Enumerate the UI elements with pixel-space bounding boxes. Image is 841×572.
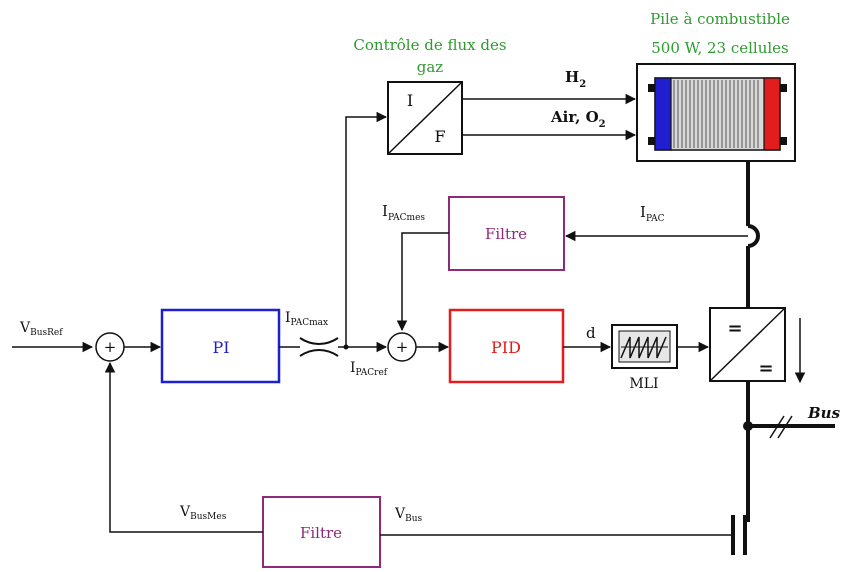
limiter-upper-curve [299, 337, 339, 345]
pi-label: PI [212, 338, 229, 357]
vbusref-label: VBusRef [19, 320, 63, 338]
air-o2-label: Air, O2 [550, 108, 606, 130]
bus-label: Bus [807, 404, 841, 422]
pi-controller-block [160, 308, 281, 384]
ipac-label: IPAC [640, 203, 665, 224]
gas-flow-control-block: Contrôle de flux des gaz I F [353, 36, 507, 155]
pid-controller-block [448, 308, 565, 384]
pwm-label: MLI [629, 376, 658, 392]
pid-label: PID [491, 338, 521, 357]
bus-slash-2 [777, 415, 793, 439]
bus-slash-1 [769, 415, 785, 439]
filter-bottom-label: Filtre [300, 524, 342, 542]
dc-dc-converter: = = [709, 307, 786, 382]
fuel-cell-title-line1: Pile à combustible [650, 10, 790, 28]
ipacref-to-gasflow-line [345, 111, 388, 347]
vbusmes-feedback-line [104, 361, 263, 533]
filter-top-block [448, 196, 565, 271]
ipacref-label: IPACref [350, 360, 388, 378]
fuel-cell-connector-bl [648, 137, 655, 145]
gas-flow-input-label: I [407, 91, 413, 110]
filter-bottom-block [262, 496, 381, 568]
vbus-label: VBus [394, 506, 423, 524]
fuel-cell-title-line2: 500 W, 23 cellules [651, 39, 789, 57]
h2-label: H2 [565, 68, 586, 90]
ipacmax-label: IPACmax [285, 310, 328, 328]
filter-top-label: Filtre [485, 225, 527, 243]
fuel-cell-connector-tr [780, 84, 787, 92]
fuel-cell-cathode-plate [763, 77, 781, 151]
converter-diagonal [709, 307, 786, 382]
fuel-cell-plates [673, 80, 759, 148]
gas-flow-title-line2: gaz [417, 58, 444, 76]
fuel-cell-connector-br [780, 137, 787, 145]
ipacmes-line [396, 232, 449, 332]
wire-crossover-hop [747, 224, 760, 248]
ipacmes-label: IPACmes [382, 202, 425, 223]
gas-flow-diagonal [387, 81, 463, 155]
vbusmes-label: VBusMes [179, 504, 227, 522]
converter-symbol-out: = [758, 358, 773, 379]
fuel-cell-connector-tl [648, 84, 655, 92]
converter-symbol-in: = [727, 318, 742, 339]
gas-flow-output-label: F [434, 127, 445, 146]
summer2-sign: + [396, 338, 409, 356]
limiter-lower-curve [299, 349, 339, 357]
duty-label: d [586, 324, 596, 342]
summer1-sign: + [104, 338, 117, 356]
fuel-cell-block: Pile à combustible 500 W, 23 cellules [636, 10, 796, 162]
fuel-cell-anode-plate [654, 77, 672, 151]
gas-flow-title-line1: Contrôle de flux des [353, 36, 506, 54]
